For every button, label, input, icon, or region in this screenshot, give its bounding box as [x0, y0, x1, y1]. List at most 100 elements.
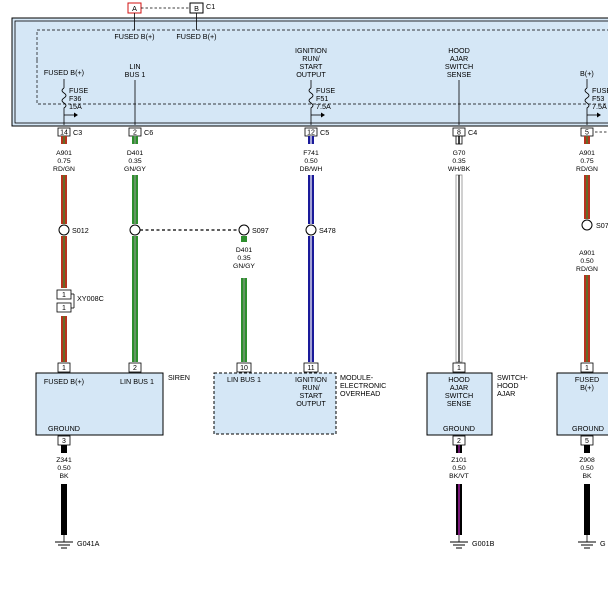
ground-right-icon: [578, 535, 596, 549]
right-module-pin-5-label: 5: [585, 438, 589, 445]
overhead-ign-line3: START: [300, 391, 324, 400]
hood-label-line2: AJAR: [450, 54, 468, 63]
fuse-f36-icon: [61, 87, 78, 118]
fuse-f36-line2: F36: [69, 94, 81, 103]
overhead-pin-11: 11: [303, 362, 319, 373]
fuse-f53-line2: F53: [592, 94, 604, 103]
ground-g041a-label: G041A: [77, 539, 100, 548]
connector-c1-label: C1: [206, 2, 215, 11]
hood-label-line1: HOOD: [448, 46, 470, 55]
siren-pin-2-label: 2: [133, 365, 137, 372]
wire-d401-b-code: D401: [236, 247, 252, 254]
splice-s07: [581, 219, 593, 231]
overhead-name-line3: OVERHEAD: [340, 389, 380, 398]
splice-s478: [305, 224, 317, 236]
inline-pin-1a: 1: [62, 292, 66, 299]
fused-b-plus-left-label: FUSED B(+): [44, 68, 84, 77]
splice-s012: [58, 224, 70, 236]
top-connector-b: B: [189, 2, 204, 30]
ign-label-line1: IGNITION: [295, 46, 327, 55]
wire-a901-b-color: RD/GN: [576, 266, 598, 273]
wire-d401-code: D401: [127, 150, 143, 157]
pin-5-top-label: 5: [585, 130, 589, 137]
siren-pin-2: 2: [128, 362, 142, 373]
wire-z101-size: 0.50: [452, 465, 465, 472]
splice-d401-junction: [129, 224, 141, 236]
wire-f741-code: F741: [303, 150, 319, 157]
wire-a901-code: A901: [56, 150, 72, 157]
wire-a901-b-code: A901: [579, 250, 595, 257]
wire-z341: [61, 484, 67, 535]
hood-switch-line1: HOOD: [448, 375, 470, 384]
b-plus-right-label: B(+): [580, 69, 594, 78]
overhead-ign-line2: RUN/: [302, 383, 320, 392]
overhead-name-line2: ELECTRONIC: [340, 381, 386, 390]
fuse-f51-icon: [308, 87, 325, 118]
fuse-f53-line3: 7.5A: [592, 102, 607, 111]
wire-a901-size: 0.75: [57, 158, 70, 165]
fuse-f53-line1: FUSE: [592, 86, 608, 95]
overhead-ign-line1: IGNITION: [295, 375, 327, 384]
siren-lin-label: LIN BUS 1: [120, 377, 154, 386]
pin-5-top: 5: [580, 127, 594, 137]
overhead-module-box: [213, 372, 337, 435]
ground-g001b-label: G001B: [472, 539, 495, 548]
wire-z341-color: BK: [59, 473, 69, 480]
hood-label-line4: SENSE: [447, 70, 472, 79]
pin-14: 14: [57, 127, 71, 137]
top-connector-a-label: A: [132, 4, 137, 13]
wire-a901: [61, 175, 67, 362]
wire-z908-code: Z908: [579, 457, 595, 464]
wire-g70-size: 0.35: [452, 158, 465, 165]
wire-z908-color: BK: [582, 473, 592, 480]
connector-c4-label: C4: [468, 128, 477, 137]
overhead-name-line1: MODULE-: [340, 373, 374, 382]
ground-right-label: G: [600, 539, 606, 548]
inline-connector-xy008c: 1 1: [56, 289, 75, 313]
pin-2-c6: 2: [128, 127, 142, 137]
wire-d401-b-size: 0.35: [237, 255, 250, 262]
fuse-f51-line3: 7.5A: [316, 102, 331, 111]
pin-14-label: 14: [60, 130, 68, 137]
pin-12: 12: [304, 127, 318, 137]
wire-f741: [308, 175, 314, 362]
lin-bus-label-line2: BUS 1: [125, 70, 146, 79]
pin-12-label: 12: [307, 130, 315, 137]
lin-bus-label-line1: LIN: [129, 62, 140, 71]
fuse-f53-icon: [584, 87, 601, 118]
hood-switch-pin-2: 2: [452, 435, 466, 446]
wire-g70-color: WH/BK: [448, 166, 471, 173]
splice-s07-label: S07: [596, 221, 608, 230]
siren-pin-3: 3: [57, 435, 71, 446]
fused-b-plus-label-2: FUSED B(+): [176, 32, 216, 41]
wire-a901-right: [584, 175, 590, 362]
hood-switch-pin-1-label: 1: [457, 365, 461, 372]
fused-b-plus-label-1: FUSED B(+): [114, 32, 154, 41]
siren-box: [35, 372, 164, 436]
overhead-pin-10: 10: [236, 362, 252, 373]
overhead-ign-line4: OUTPUT: [296, 399, 326, 408]
wire-d401-branch: [241, 236, 247, 362]
ground-g001b-icon: [450, 535, 468, 549]
wire-z341-code: Z341: [56, 457, 72, 464]
hood-switch-box: [426, 372, 493, 436]
overhead-lin-label: LIN BUS 1: [227, 375, 261, 384]
wire-a901-color: RD/GN: [53, 166, 75, 173]
ign-label-line4: OUTPUT: [296, 70, 326, 79]
wire-d401-b-color: GN/GY: [233, 263, 255, 270]
splice-s097-label: S097: [252, 226, 269, 235]
fuse-f36-line1: FUSE: [69, 86, 88, 95]
hood-switch-ground: GROUND: [443, 424, 475, 433]
wire-g70-code: G70: [453, 150, 466, 157]
wire-z908-size: 0.50: [580, 465, 593, 472]
right-module-pin-1: 1: [580, 362, 594, 373]
pin-8-label: 8: [457, 130, 461, 137]
wire-z101-color: BK/VT: [449, 473, 469, 480]
connector-c6-label: C6: [144, 128, 153, 137]
hood-switch-line2: AJAR: [450, 383, 468, 392]
hood-switch-name-line2: HOOD: [497, 381, 519, 390]
wire-z101-code: Z101: [451, 457, 467, 464]
connector-c5-label: C5: [320, 128, 329, 137]
fuse-f51-line2: F51: [316, 94, 328, 103]
